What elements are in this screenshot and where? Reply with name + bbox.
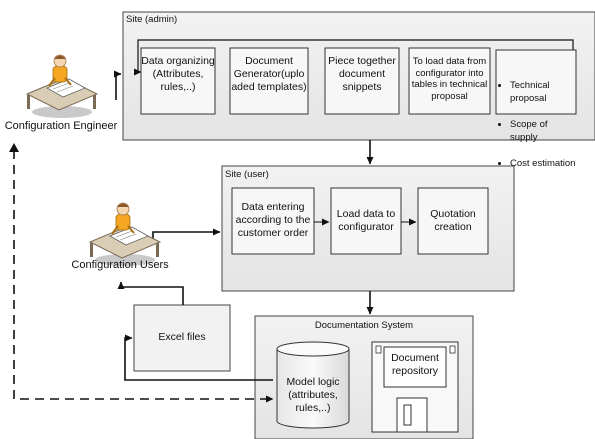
output-technical-proposal: Technical proposal <box>510 79 577 105</box>
admin-site-title: Site (admin) <box>126 14 178 25</box>
admin-step-label-data-organizing: Data organizing (Attributes, rules,..) <box>141 55 215 93</box>
excel-files-label: Excel files <box>158 331 206 343</box>
model-logic-database-icon <box>276 341 350 429</box>
arrow-engineer-to-admin <box>114 70 122 100</box>
document-repository-floppy-icon <box>371 341 459 433</box>
admin-step-box-data-organizing <box>140 47 216 115</box>
dashed-arrow-engineer-to-database <box>13 150 274 403</box>
admin-step-label-document-generator: Document Generator(uplo aded templates) <box>231 55 307 93</box>
admin-step-label-piece-together: Piece together document snippets <box>328 55 396 93</box>
excel-files-box <box>133 304 231 372</box>
configuration-engineer-label: Configuration Engineer <box>4 120 118 132</box>
user-step-box-load-data <box>330 187 402 255</box>
admin-outputs-box <box>495 49 577 115</box>
user-step-label-load-data: Load data to configurator <box>336 208 396 233</box>
arrow-users-to-user-site <box>152 228 221 245</box>
admin-loop-line <box>134 39 574 76</box>
admin-step-box-load-data <box>408 47 491 115</box>
admin-step-label-load-data: To load data from configurator into tabl… <box>411 56 488 102</box>
documentation-system-title: Documentation System <box>314 320 414 331</box>
user-step-box-data-entering <box>231 187 315 255</box>
arrow-database-to-excel <box>124 334 273 381</box>
model-logic-label: Model logic (attributes, rules,..) <box>286 376 340 414</box>
admin-outputs-list: Technical proposal Scope of supply Cost … <box>497 53 577 196</box>
user-step-box-quotation <box>417 187 489 255</box>
configuration-users-label: Configuration Users <box>71 259 169 271</box>
user-site-title: Site (user) <box>225 169 269 180</box>
document-repository-label: Document repository <box>391 352 439 377</box>
user-step-label-quotation: Quotation creation <box>430 208 476 233</box>
user-step-label-data-entering: Data entering according to the customer … <box>235 201 311 239</box>
admin-step-box-piece-together <box>324 47 400 115</box>
arrow-excel-to-users <box>117 281 184 305</box>
output-scope-of-supply: Scope of supply <box>510 118 577 144</box>
dashed-arrow-head-up <box>9 143 19 152</box>
admin-step-box-document-generator <box>229 47 309 115</box>
configuration-engineer-icon <box>25 54 99 118</box>
configuration-users-icon <box>88 202 162 266</box>
output-cost-estimation: Cost estimation <box>510 157 577 170</box>
